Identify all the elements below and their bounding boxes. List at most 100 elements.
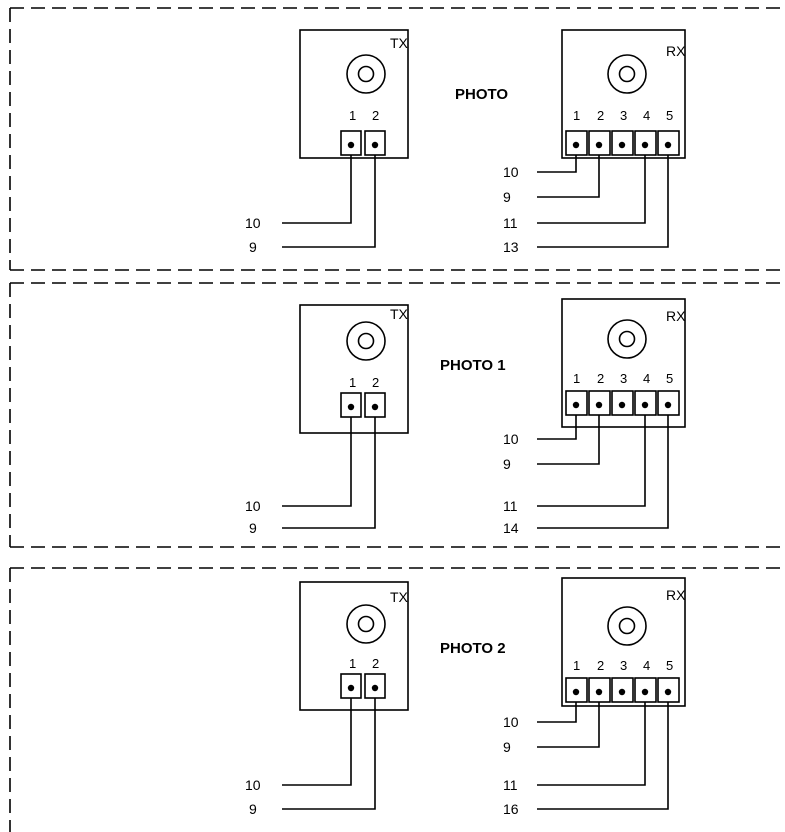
terminal-screw xyxy=(664,688,672,696)
terminal-screw xyxy=(618,401,626,409)
terminal-screw xyxy=(595,141,603,149)
terminal-screw xyxy=(664,401,672,409)
panel-photo: TX 1 2 PHOTO RX 1 2 3 4 5 xyxy=(9,7,785,271)
rx-device: RX 1 2 3 4 5 xyxy=(561,577,686,707)
terminal-screw xyxy=(371,141,379,149)
tx-device: TX 1 2 xyxy=(299,581,409,711)
wire-number: 9 xyxy=(249,239,257,255)
rx-lens-inner xyxy=(618,330,636,348)
wire-number: 10 xyxy=(245,777,261,793)
wire-number: 9 xyxy=(503,189,511,205)
wire-number: 13 xyxy=(503,239,519,255)
rx-label: RX xyxy=(666,43,686,59)
tx-lens-outer xyxy=(346,54,386,94)
tx-wiring xyxy=(282,698,376,810)
wire-number: 10 xyxy=(503,164,519,180)
rx-terminal-label: 5 xyxy=(666,108,673,123)
tx-terminal-label: 1 xyxy=(349,375,356,390)
tx-lens-inner xyxy=(357,332,375,350)
wire-number: 10 xyxy=(503,431,519,447)
tx-wiring xyxy=(282,417,376,529)
wire-number: 10 xyxy=(245,215,261,231)
tx-label: TX xyxy=(390,306,409,322)
wire-number: 9 xyxy=(249,801,257,817)
wire-number: 11 xyxy=(503,498,518,514)
rx-terminal-label: 3 xyxy=(620,658,627,673)
terminal-screw xyxy=(641,688,649,696)
tx-terminal-label: 1 xyxy=(349,108,356,123)
rx-wiring xyxy=(537,702,669,810)
rx-terminal-label: 4 xyxy=(643,108,650,123)
terminal-screw xyxy=(347,684,355,692)
rx-lens-inner xyxy=(618,617,636,635)
panel-border xyxy=(9,7,785,271)
tx-terminal-label: 2 xyxy=(372,108,379,123)
rx-terminal-label: 4 xyxy=(643,371,650,386)
terminal-screw xyxy=(664,141,672,149)
terminal-screw xyxy=(641,401,649,409)
terminal-screw xyxy=(572,401,580,409)
panel-title: PHOTO 2 xyxy=(440,640,506,657)
rx-label: RX xyxy=(666,308,686,324)
tx-lens-inner xyxy=(357,615,375,633)
wire-number: 9 xyxy=(503,739,511,755)
rx-terminal-label: 3 xyxy=(620,371,627,386)
wire-number: 16 xyxy=(503,801,519,817)
panel-border xyxy=(9,567,785,832)
rx-terminal-label: 2 xyxy=(597,108,604,123)
terminal-screw xyxy=(595,401,603,409)
rx-terminal-label: 1 xyxy=(573,108,580,123)
tx-lens-outer xyxy=(346,321,386,361)
rx-device: RX 1 2 3 4 5 xyxy=(561,298,686,428)
rx-lens-outer xyxy=(607,319,647,359)
terminal-screw xyxy=(371,403,379,411)
tx-lens-outer xyxy=(346,604,386,644)
rx-terminal-label: 1 xyxy=(573,371,580,386)
rx-wiring xyxy=(537,415,669,529)
rx-lens-inner xyxy=(618,65,636,83)
tx-terminal-label: 1 xyxy=(349,656,356,671)
rx-terminal-label: 1 xyxy=(573,658,580,673)
panel-photo-2: TX 1 2 PHOTO 2 RX 1 2 3 4 5 xyxy=(9,567,785,832)
wire-number: 10 xyxy=(245,498,261,514)
wire-number: 9 xyxy=(249,520,257,536)
terminal-screw xyxy=(572,141,580,149)
rx-device: RX 1 2 3 4 5 xyxy=(561,29,686,159)
rx-terminal-label: 4 xyxy=(643,658,650,673)
tx-lens-inner xyxy=(357,65,375,83)
terminal-screw xyxy=(572,688,580,696)
terminal-screw xyxy=(618,688,626,696)
tx-terminal-label: 2 xyxy=(372,656,379,671)
rx-terminal-label: 2 xyxy=(597,658,604,673)
wire-number: 9 xyxy=(503,456,511,472)
panel-title: PHOTO xyxy=(455,86,508,103)
wire-number: 10 xyxy=(503,714,519,730)
rx-terminal-label: 3 xyxy=(620,108,627,123)
wire-number: 11 xyxy=(503,777,518,793)
tx-device: TX 1 2 xyxy=(299,304,409,434)
rx-label: RX xyxy=(666,587,686,603)
terminal-screw xyxy=(347,403,355,411)
tx-label: TX xyxy=(390,35,409,51)
rx-lens-outer xyxy=(607,54,647,94)
panel-title: PHOTO 1 xyxy=(440,357,506,374)
terminal-screw xyxy=(641,141,649,149)
panel-photo-1: TX 1 2 PHOTO 1 RX 1 2 3 4 5 xyxy=(9,282,785,548)
terminal-screw xyxy=(595,688,603,696)
rx-wiring xyxy=(537,155,669,248)
wire-number: 11 xyxy=(503,215,518,231)
tx-terminal-label: 2 xyxy=(372,375,379,390)
tx-wiring xyxy=(282,155,376,248)
terminal-screw xyxy=(371,684,379,692)
rx-terminal-label: 5 xyxy=(666,658,673,673)
tx-device: TX 1 2 xyxy=(299,29,409,159)
rx-lens-outer xyxy=(607,606,647,646)
tx-label: TX xyxy=(390,589,409,605)
rx-terminal-label: 5 xyxy=(666,371,673,386)
wire-number: 14 xyxy=(503,520,519,536)
terminal-screw xyxy=(347,141,355,149)
terminal-screw xyxy=(618,141,626,149)
panel-border xyxy=(9,282,785,548)
rx-terminal-label: 2 xyxy=(597,371,604,386)
